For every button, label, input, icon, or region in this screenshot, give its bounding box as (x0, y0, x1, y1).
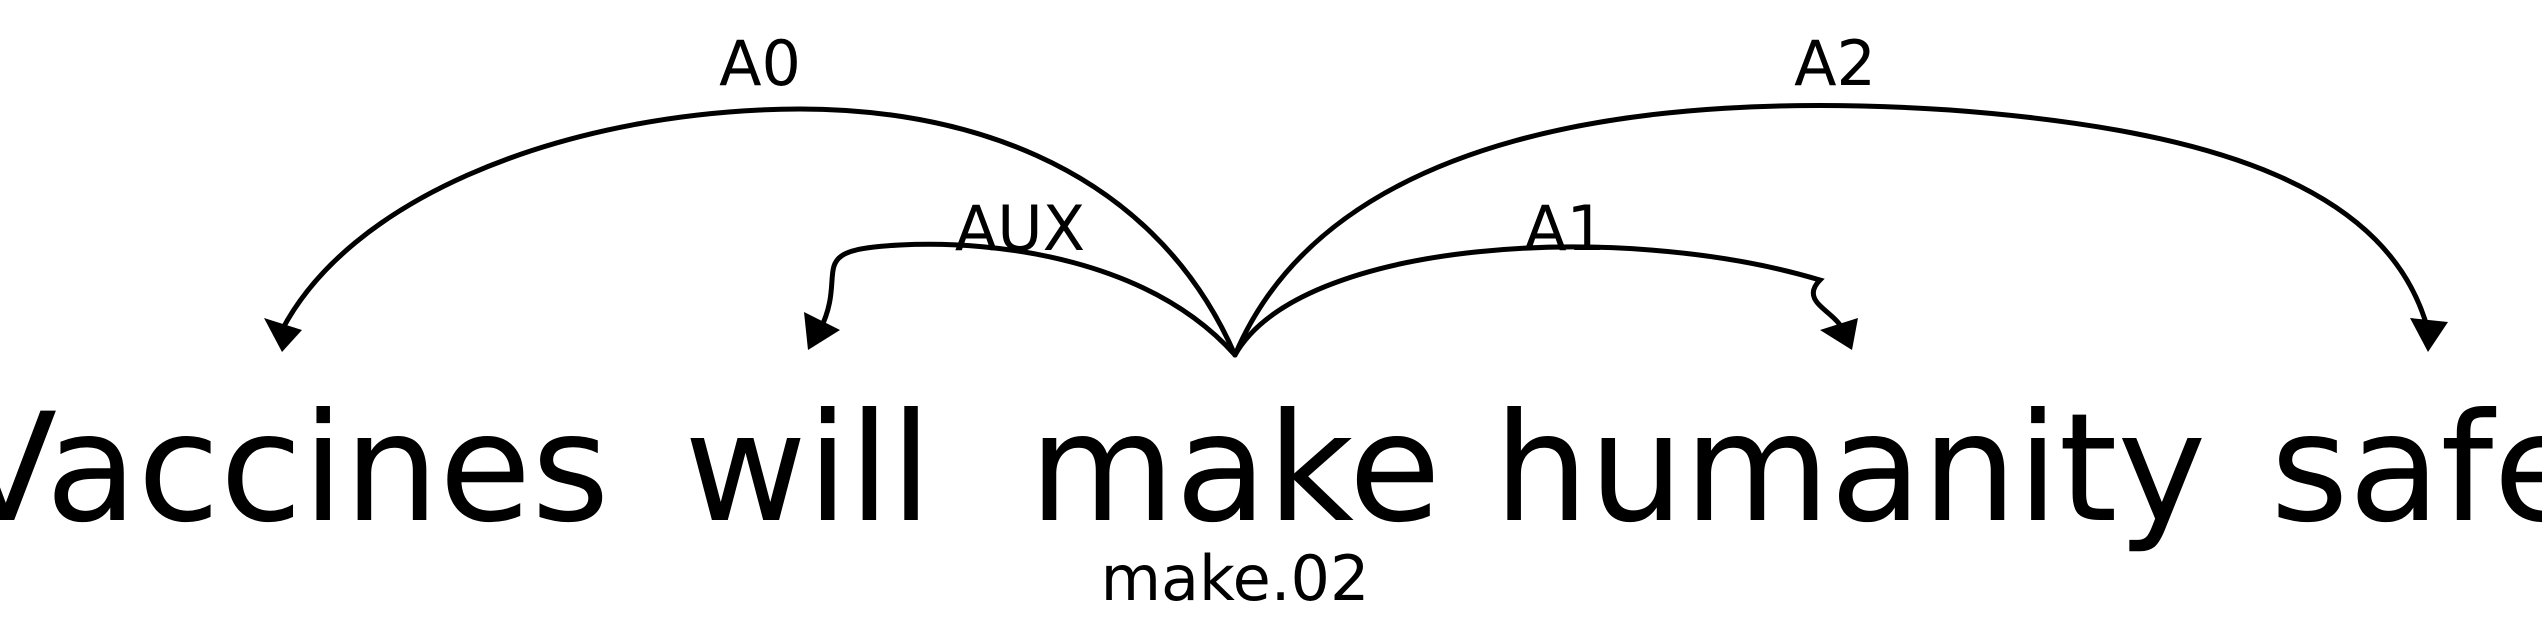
token-will: will (684, 382, 932, 556)
arc-aux (817, 241, 1238, 358)
token-make: make (1029, 382, 1441, 556)
label-a2: A2 (1794, 27, 1876, 100)
arc-a1 (1232, 244, 1843, 358)
arc-labels: A0 AUX A1 A2 (719, 27, 1876, 265)
label-aux: AUX (955, 192, 1085, 265)
arrowhead-aux (804, 312, 840, 350)
arrowhead-a1 (1820, 318, 1858, 350)
arc-a0 (279, 106, 1238, 358)
token-vaccines: Vaccines (0, 382, 610, 556)
label-a0: A0 (719, 27, 801, 100)
arcs (264, 102, 2448, 358)
predicate-sense-label: make.02 (1101, 542, 1370, 615)
arrowhead-a2 (2410, 318, 2448, 352)
token-safe: safe (2270, 382, 2542, 556)
arc-a2 (1232, 102, 2431, 358)
label-a1: A1 (1524, 192, 1606, 265)
token-humanity: humanity (1494, 382, 2207, 556)
arrowhead-a0 (264, 318, 302, 352)
tokens: Vaccines will make humanity safe (0, 382, 2542, 556)
